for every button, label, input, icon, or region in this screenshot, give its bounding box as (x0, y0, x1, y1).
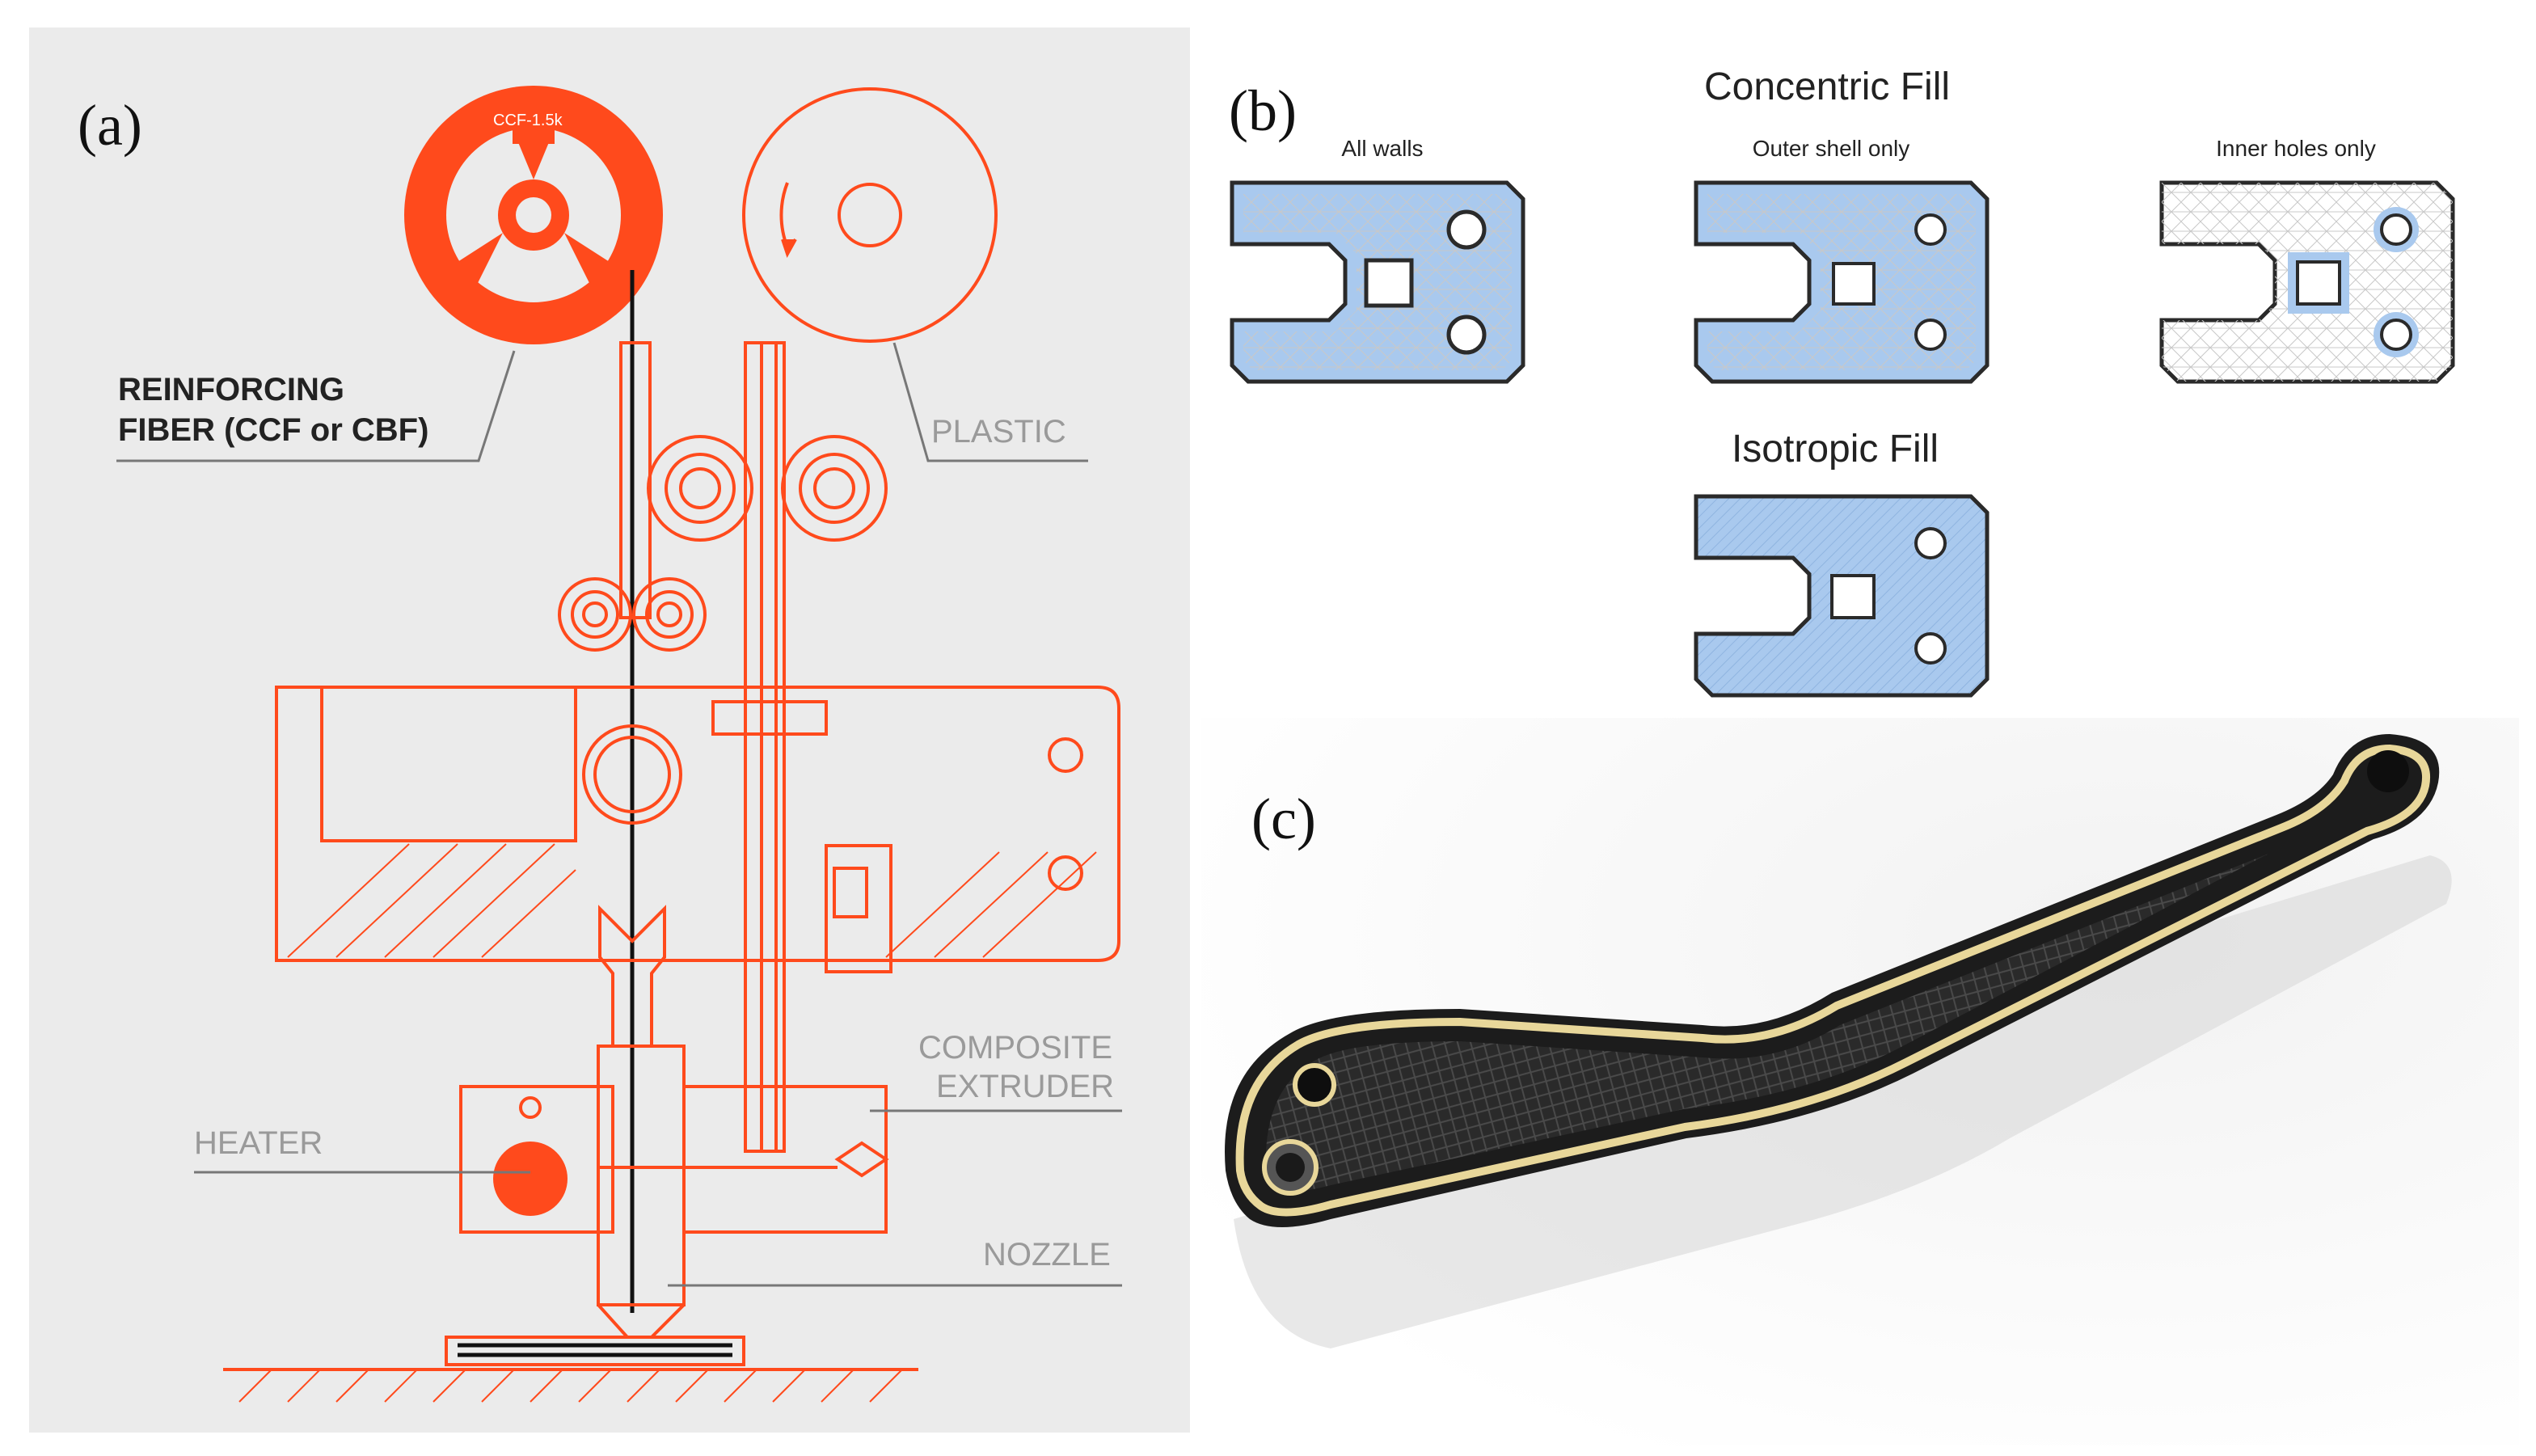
heater-callout: HEATER (194, 1125, 323, 1161)
concentric-fill-title: Concentric Fill (1703, 65, 1951, 108)
panel-c-label: (c) (1251, 787, 1316, 851)
isotropic-fill-title: Isotropic Fill (1731, 428, 1939, 471)
thumbnail-isotropic (1696, 496, 1987, 695)
printer-schematic-panel: (a) CCF-1.5k REINFORCING FIBER (CCF or C… (29, 27, 1190, 1433)
fiber-callout-line2: FIBER (CCF or CBF) (118, 412, 429, 448)
extruder-callout-line1: COMPOSITE (918, 1030, 1113, 1066)
fiber-callout-line1: REINFORCING (118, 372, 344, 407)
plastic-callout: PLASTIC (931, 414, 1066, 449)
thumbnail-outer-shell (1696, 183, 1987, 382)
variant-label-outer-shell: Outer shell only (1752, 136, 1910, 161)
panel-b-label: (b) (1229, 78, 1297, 143)
nozzle-callout: NOZZLE (983, 1237, 1111, 1272)
panel-a-label: (a) (78, 93, 142, 158)
composite-extruder-schematic (116, 86, 1122, 1403)
plastic-spool-icon (742, 87, 998, 343)
thumbnail-all-walls (1232, 183, 1523, 382)
variant-label-inner-holes: Inner holes only (2216, 136, 2376, 161)
printed-part-photo: (c) (1201, 718, 2519, 1445)
spool-label: CCF-1.5k (493, 112, 563, 129)
thumbnail-inner-holes (2162, 183, 2453, 382)
extruder-callout-line2: EXTRUDER (936, 1069, 1115, 1104)
variant-label-all-walls: All walls (1341, 136, 1424, 161)
fiber-spool-icon (404, 86, 663, 344)
